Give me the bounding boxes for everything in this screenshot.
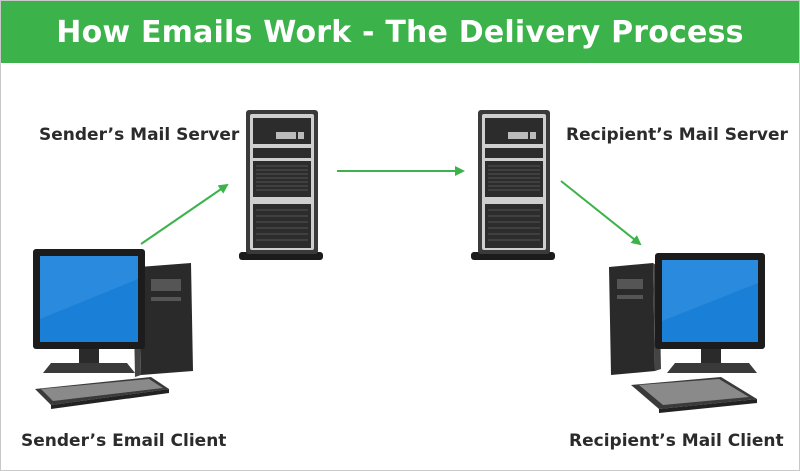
sender-server-icon [239,110,323,260]
recipient-server-label: Recipient’s Mail Server [566,125,788,145]
sender-computer-icon [33,249,193,409]
title-banner: How Emails Work - The Delivery Process [1,1,799,63]
recipient-server-icon [471,110,555,260]
recipient-client-label: Recipient’s Mail Client [569,431,784,451]
diagram-title: How Emails Work - The Delivery Process [56,14,744,50]
sender-client-label: Sender’s Email Client [21,431,227,451]
arrow-client-to-sender-server [140,183,229,245]
sender-server-label: Sender’s Mail Server [39,125,240,145]
recipient-computer-icon [609,253,765,413]
arrow-recipient-server-to-client [560,180,642,246]
